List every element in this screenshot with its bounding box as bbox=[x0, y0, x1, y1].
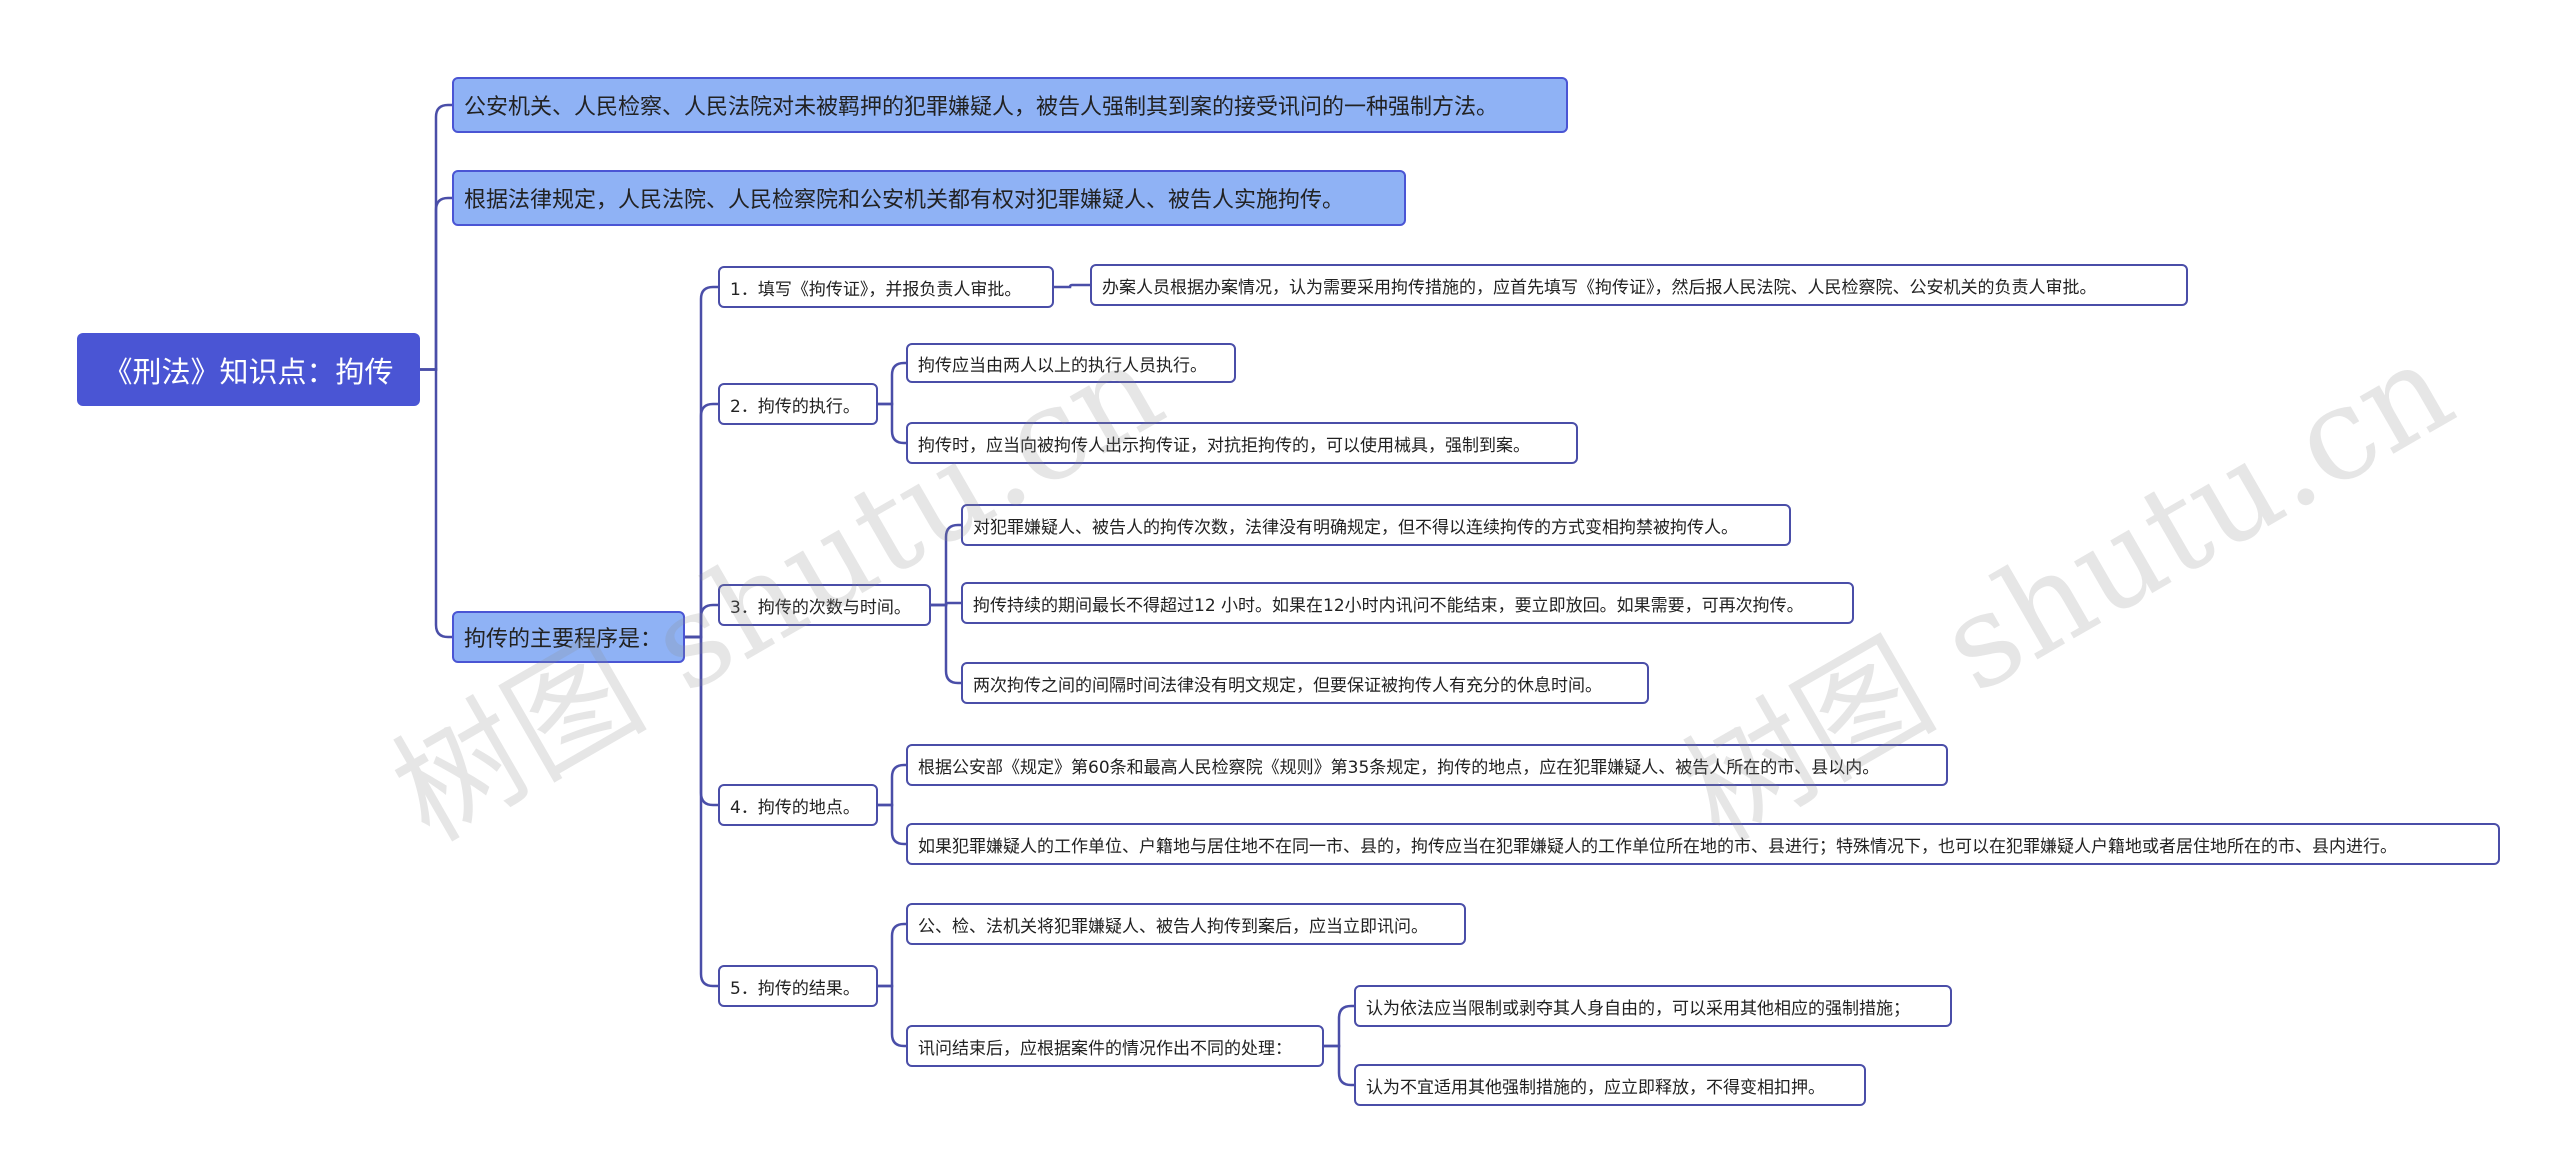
connector-step5-detail2-node-to-step5-outcome1-node bbox=[1324, 1004, 1354, 1048]
connector-step4-node-to-step4-detail1-node bbox=[878, 763, 906, 807]
step4-detail2-node[interactable]: 如果犯罪嫌疑人的工作单位、户籍地与居住地不在同一市、县的，拘传应当在犯罪嫌疑人的… bbox=[906, 823, 2500, 865]
step2-detail1-node[interactable]: 拘传应当由两人以上的执行人员执行。 bbox=[906, 343, 1236, 383]
connector-step2-node-to-step2-detail2-node bbox=[878, 402, 906, 445]
step3-node[interactable]: 3．拘传的次数与时间。 bbox=[718, 584, 931, 626]
authority-node[interactable]: 根据法律规定，人民法院、人民检察院和公安机关都有权对犯罪嫌疑人、被告人实施拘传。 bbox=[452, 170, 1406, 226]
step1-detail-node[interactable]: 办案人员根据办案情况，认为需要采用拘传措施的，应首先填写《拘传证》，然后报人民法… bbox=[1090, 264, 2188, 306]
connector-root-node-to-authority-node bbox=[420, 196, 452, 371]
definition-node[interactable]: 公安机关、人民检察、人民法院对未被羁押的犯罪嫌疑人，被告人强制其到案的接受讯问的… bbox=[452, 77, 1568, 133]
connector-step2-node-to-step2-detail1-node bbox=[878, 361, 906, 406]
connector-step5-node-to-step5-detail1-node bbox=[878, 922, 906, 988]
step5-node[interactable]: 5．拘传的结果。 bbox=[718, 965, 878, 1007]
step5-detail1-node[interactable]: 公、检、法机关将犯罪嫌疑人、被告人拘传到案后，应当立即讯问。 bbox=[906, 903, 1466, 945]
connector-procedure-node-to-step2-node bbox=[685, 402, 718, 639]
step5-outcome2-node[interactable]: 认为不宜适用其他强制措施的，应立即释放，不得变相扣押。 bbox=[1354, 1064, 1866, 1106]
connector-root-node-to-procedure-node bbox=[420, 368, 452, 639]
step3-detail2-node[interactable]: 拘传持续的期间最长不得超过12 小时。如果在12小时内讯问不能结束，要立即放回。… bbox=[961, 582, 1854, 624]
step2-node[interactable]: 2．拘传的执行。 bbox=[718, 383, 878, 425]
connector-step3-node-to-step3-detail3-node bbox=[931, 603, 961, 685]
step5-detail2-node[interactable]: 讯问结束后，应根据案件的情况作出不同的处理： bbox=[906, 1025, 1324, 1067]
step1-node[interactable]: 1．填写《拘传证》，并报负责人审批。 bbox=[718, 266, 1054, 308]
connector-step1-node-to-step1-detail-node bbox=[1054, 283, 1090, 289]
step4-node[interactable]: 4．拘传的地点。 bbox=[718, 784, 878, 826]
connector-step4-node-to-step4-detail2-node bbox=[878, 803, 906, 846]
step3-detail1-node[interactable]: 对犯罪嫌疑人、被告人的拘传次数，法律没有明确规定，但不得以连续拘传的方式变相拘禁… bbox=[961, 504, 1791, 546]
step4-detail1-node[interactable]: 根据公安部《规定》第60条和最高人民检察院《规则》第35条规定，拘传的地点，应在… bbox=[906, 744, 1948, 786]
root-node[interactable]: 《刑法》知识点：拘传 bbox=[77, 333, 420, 406]
connector-step5-detail2-node-to-step5-outcome2-node bbox=[1324, 1044, 1354, 1087]
step3-detail3-node[interactable]: 两次拘传之间的间隔时间法律没有明文规定，但要保证被拘传人有充分的休息时间。 bbox=[961, 662, 1649, 704]
step2-detail2-node[interactable]: 拘传时，应当向被拘传人出示拘传证，对抗拒拘传的，可以使用械具，强制到案。 bbox=[906, 422, 1578, 464]
connector-procedure-node-to-step3-node bbox=[685, 603, 718, 639]
connector-step3-node-to-step3-detail1-node bbox=[931, 523, 961, 607]
connector-root-node-to-definition-node bbox=[420, 103, 452, 371]
procedure-node[interactable]: 拘传的主要程序是： bbox=[452, 611, 685, 663]
connector-procedure-node-to-step1-node bbox=[685, 285, 718, 639]
connector-procedure-node-to-step5-node bbox=[685, 635, 718, 988]
step5-outcome1-node[interactable]: 认为依法应当限制或剥夺其人身自由的，可以采用其他相应的强制措施； bbox=[1354, 985, 1952, 1027]
connector-step5-node-to-step5-detail2-node bbox=[878, 984, 906, 1048]
